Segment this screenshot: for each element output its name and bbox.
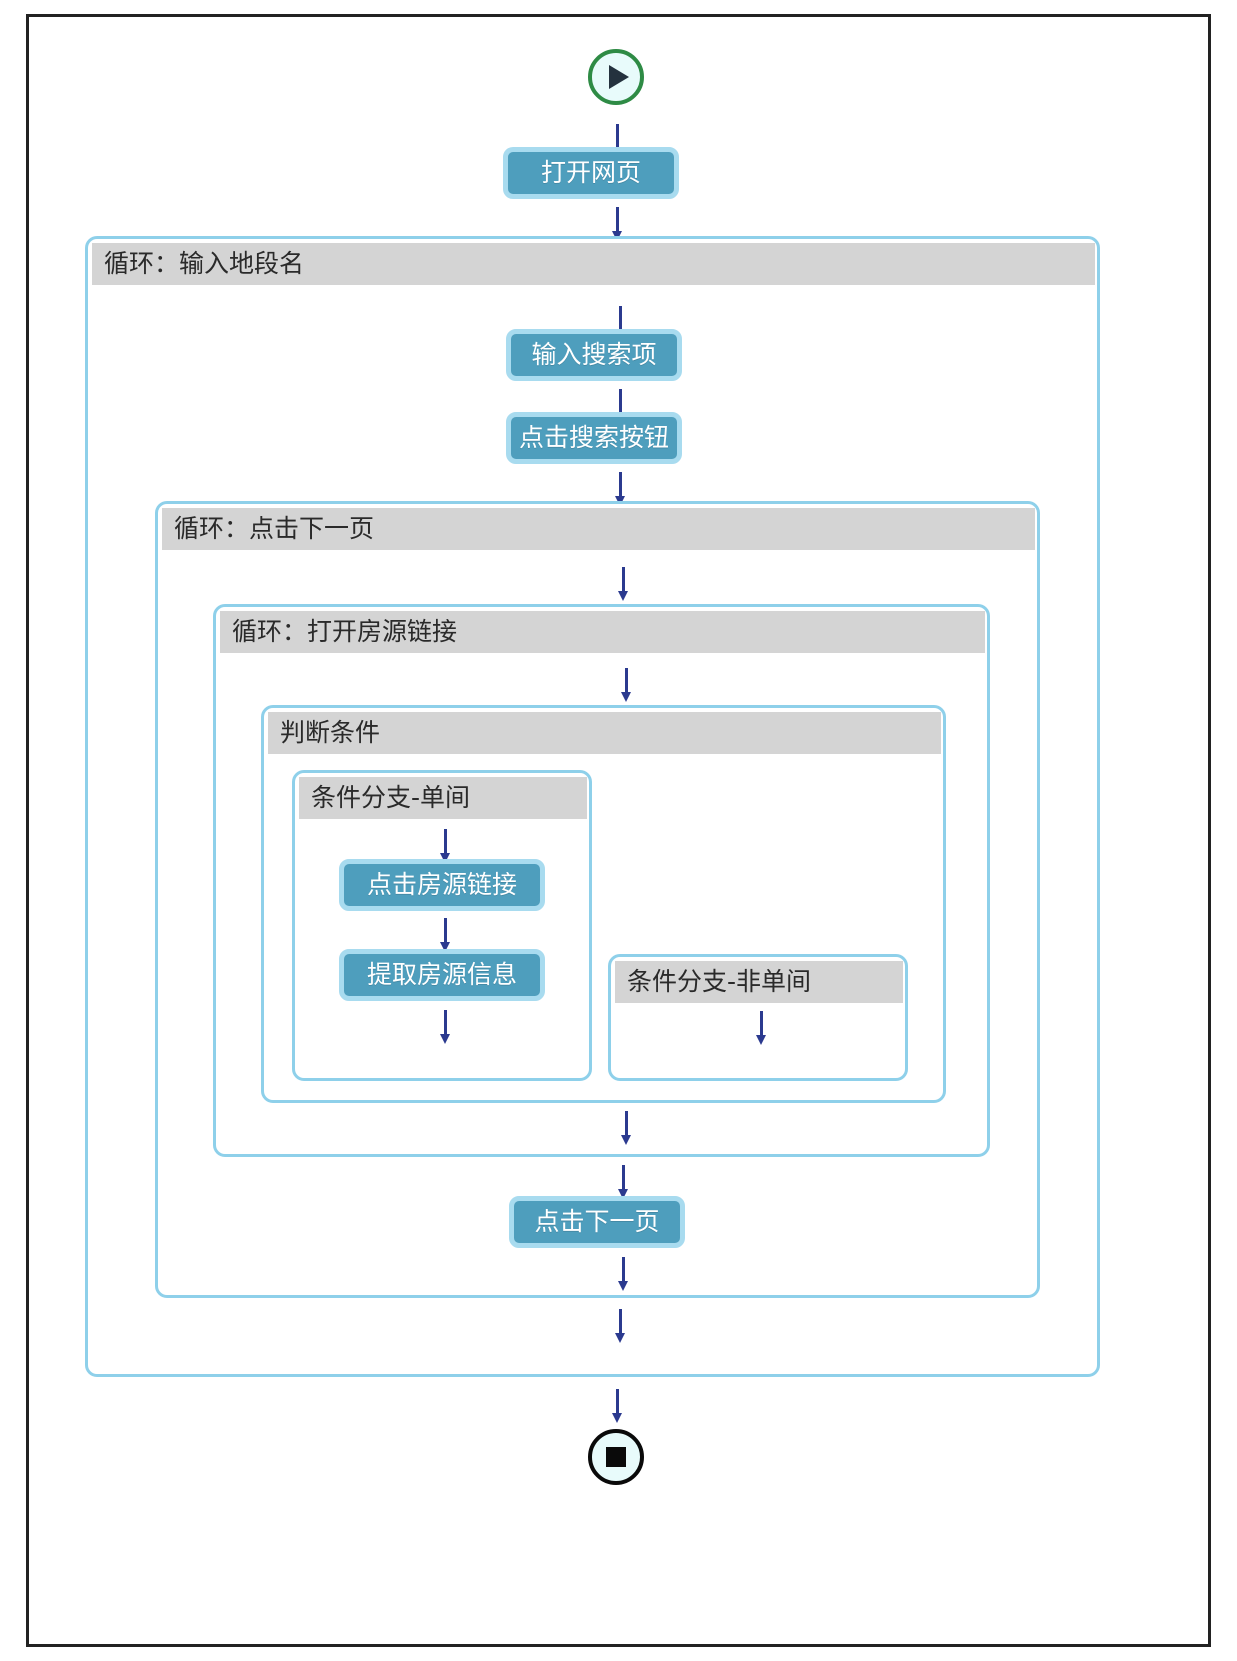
arrow-loop-open-listing-to-condition [619, 668, 633, 702]
arrow-loop-district-to-end [610, 1389, 624, 1423]
play-icon [609, 65, 629, 89]
stop-icon [606, 1447, 626, 1467]
node-click-search-button[interactable]: 点击搜索按钮 [506, 412, 682, 464]
block-condition-title: 判断条件 [268, 712, 941, 754]
block-branch-single-room[interactable]: 条件分支-单间 点击房源链接 提取房源信息 [292, 770, 592, 1081]
block-loop-district-title: 循环：输入地段名 [92, 243, 1095, 285]
block-loop-next-page[interactable]: 循环：点击下一页 循环：打开房源链接 判断条件 条件分支- [155, 501, 1040, 1298]
start-node[interactable] [588, 49, 644, 105]
end-node[interactable] [588, 1429, 644, 1485]
block-loop-next-page-title: 循环：点击下一页 [162, 508, 1035, 550]
arrow-extract-info-to-branch-end [438, 1010, 452, 1044]
arrow-loop-open-listing-to-click-next-page [616, 1165, 630, 1199]
arrow-branch-non-single-end [754, 1011, 768, 1045]
arrow-condition-to-loop-open-listing-end [619, 1111, 633, 1145]
arrow-click-link-to-extract-info [438, 918, 452, 952]
block-loop-open-listing-title: 循环：打开房源链接 [220, 611, 985, 653]
node-extract-listing-info[interactable]: 提取房源信息 [339, 949, 545, 1001]
block-branch-non-single-room[interactable]: 条件分支-非单间 [608, 954, 908, 1081]
arrow-loop-next-page-to-loop-open-listing [616, 567, 630, 601]
node-click-listing-link[interactable]: 点击房源链接 [339, 859, 545, 911]
node-open-page[interactable]: 打开网页 [503, 147, 679, 199]
node-input-search-term[interactable]: 输入搜索项 [506, 329, 682, 381]
block-branch-non-single-room-title: 条件分支-非单间 [615, 961, 903, 1003]
page-frame: 打开网页 循环：输入地段名 输入搜索项 点击搜索按钮 循环：点击下一页 [26, 14, 1211, 1647]
arrow-click-next-page-to-loop-next-page-end [616, 1257, 630, 1291]
block-condition[interactable]: 判断条件 条件分支-单间 点击房源链接 [261, 705, 946, 1103]
arrow-branch-single-to-click-link [438, 829, 452, 863]
block-branch-single-room-title: 条件分支-单间 [299, 777, 587, 819]
block-loop-district[interactable]: 循环：输入地段名 输入搜索项 点击搜索按钮 循环：点击下一页 [85, 236, 1100, 1377]
node-click-next-page[interactable]: 点击下一页 [509, 1196, 685, 1248]
block-loop-open-listing[interactable]: 循环：打开房源链接 判断条件 条件分支-单间 [213, 604, 990, 1157]
arrow-loop-next-page-to-loop-district-end [613, 1309, 627, 1343]
